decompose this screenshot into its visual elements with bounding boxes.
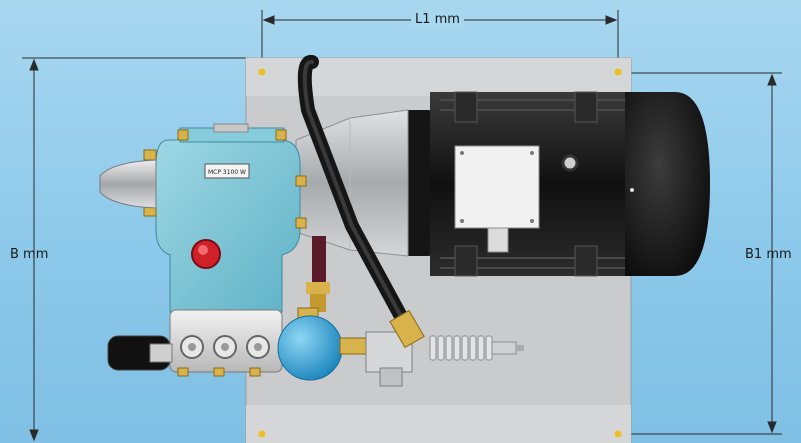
pump-model-plate: MCP 3100 W	[208, 169, 246, 176]
pump-crankcase	[143, 123, 307, 313]
height-dimension-label: B mm	[10, 247, 49, 262]
inner-height-dimension-label: B1 mm	[745, 247, 792, 262]
pulsation-dampener	[277, 307, 343, 381]
unloader-valve	[339, 331, 524, 387]
pressure-gauge	[107, 335, 173, 371]
electric-motor	[404, 91, 710, 277]
length-dimension-label: L1 mm	[411, 12, 464, 27]
bypass-hose	[297, 55, 425, 349]
pump-nozzle	[99, 159, 157, 209]
pump-manifold	[169, 309, 283, 377]
